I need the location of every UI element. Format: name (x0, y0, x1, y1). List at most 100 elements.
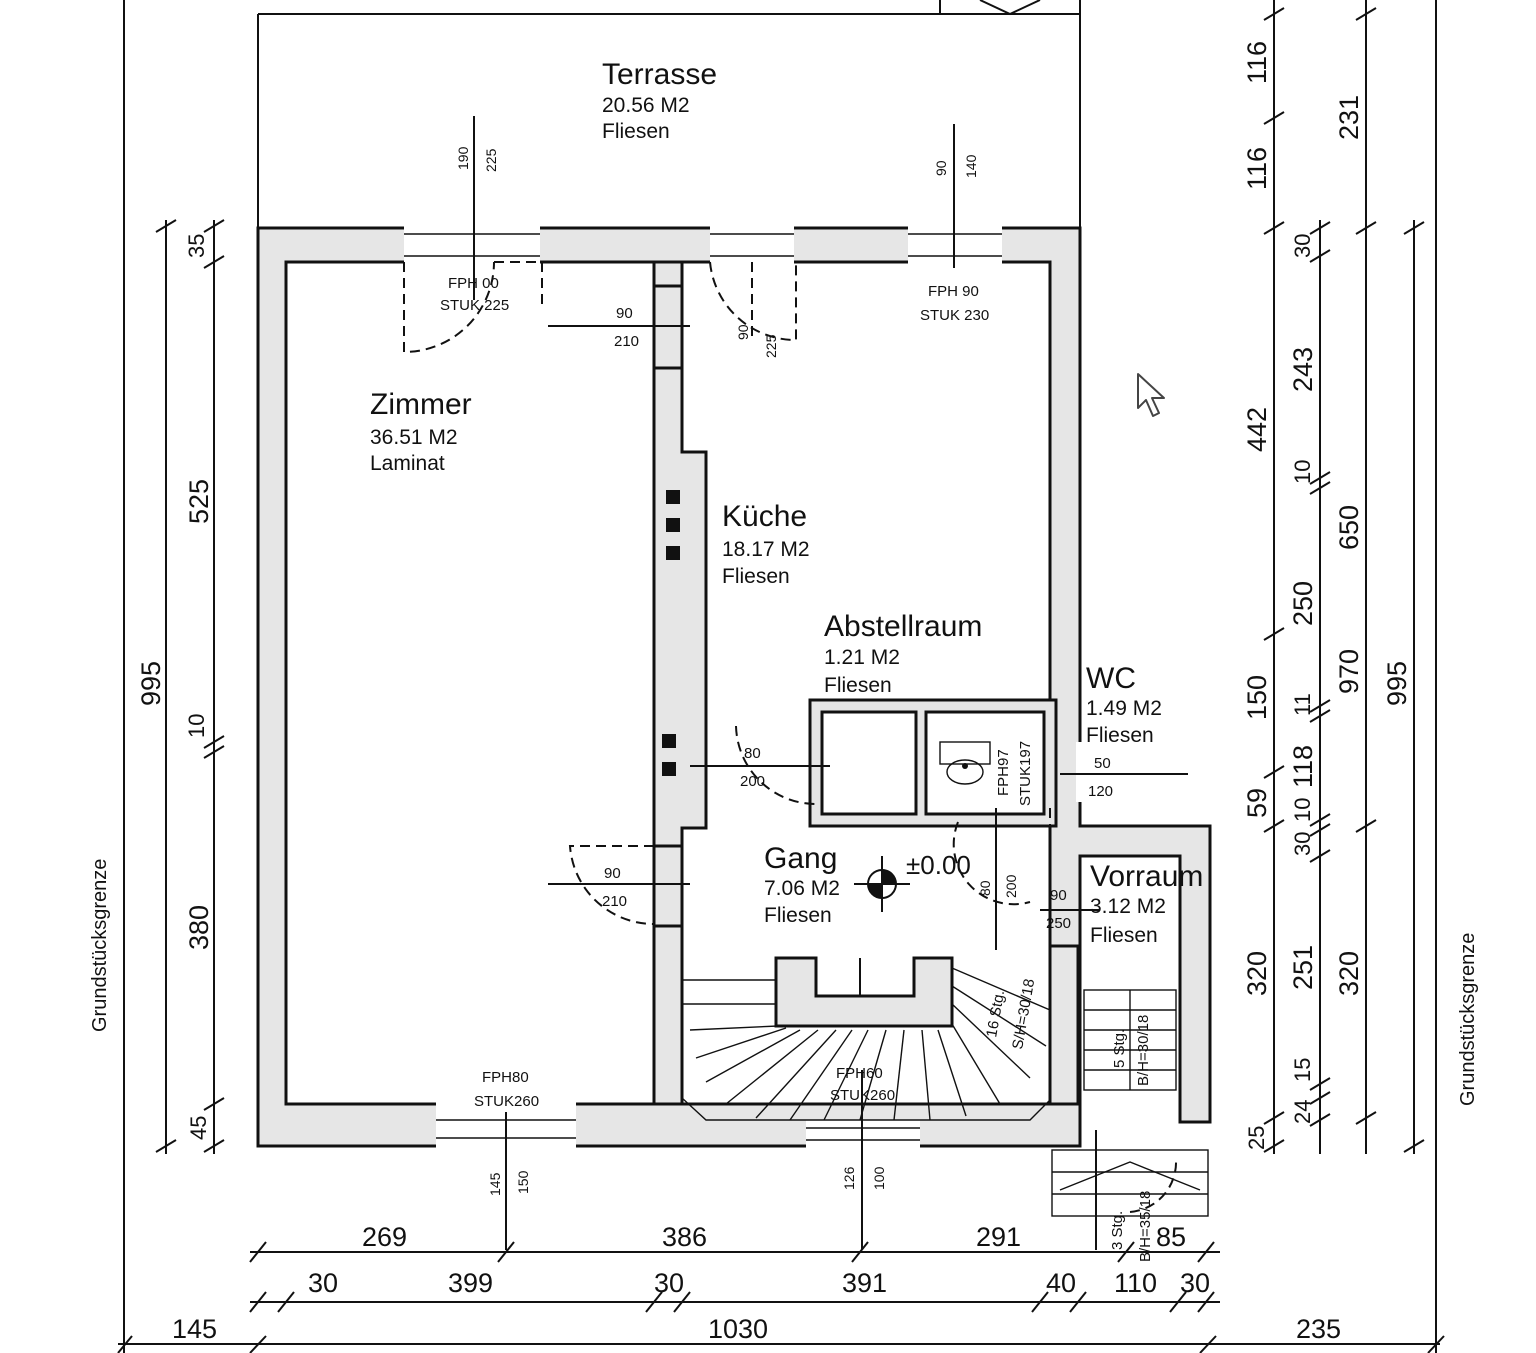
dim-right-c2-1: 30 (1290, 234, 1315, 258)
vorraum-area: 3.12 M2 (1090, 895, 1166, 918)
right-boundary-label: Grundstücksgrenze (1457, 933, 1479, 1106)
terrasse-area: 20.56 M2 (602, 94, 690, 117)
door-wc-height: 120 (1088, 783, 1113, 800)
interior-walls (652, 260, 1080, 1106)
dim-right-c1-6: 320 (1242, 951, 1272, 996)
south1-sill-a: 145 (487, 1172, 503, 1196)
kitchen-door-b: 225 (763, 334, 779, 358)
dim-bottom-1-c: 291 (976, 1222, 1021, 1252)
gang-area: 7.06 M2 (764, 877, 840, 900)
vorraum-floor: Fliesen (1090, 924, 1158, 947)
door-g-height: 210 (602, 893, 627, 910)
zimmer-area: 36.51 M2 (370, 426, 458, 449)
side-stair-ratio-label: B/H=30/18 (1135, 1015, 1152, 1086)
level-mark-label: ±0.00 (906, 850, 971, 880)
dim-right-c2-2: 243 (1288, 347, 1318, 392)
dim-right-c2-7: 10 (1290, 798, 1315, 822)
wc-floor: Fliesen (1086, 724, 1154, 747)
wc-window-stuk: STUK197 (1017, 741, 1034, 806)
dim-right-c4: 995 (1382, 661, 1412, 706)
mouse-cursor-icon (1137, 373, 1165, 417)
dim-right-c2-9: 251 (1288, 945, 1318, 990)
wc-window-fph: FPH97 (995, 749, 1012, 796)
dim-right-c2-11: 24 (1290, 1100, 1315, 1124)
dim-right-c2-5: 11 (1290, 693, 1315, 716)
ext-stair-ratio-label: B/H=35/18 (1137, 1191, 1154, 1262)
dim-right-c1-3: 442 (1242, 407, 1272, 452)
door-v-height: 250 (1046, 915, 1071, 932)
dim-bottom-1-b: 386 (662, 1222, 707, 1252)
dim-left-2: 525 (184, 479, 214, 524)
dim-left-3: 10 (184, 714, 209, 738)
window4-stuk: STUK260 (830, 1087, 895, 1104)
dim-right-c2-6: 118 (1288, 745, 1318, 788)
window1-stuk: STUK 225 (440, 297, 509, 314)
door-ab-height: 200 (740, 773, 765, 790)
window1-fph: FPH 00 (448, 275, 499, 292)
dim-bottom-2-e: 40 (1046, 1268, 1076, 1298)
window3-stuk: STUK260 (474, 1093, 539, 1110)
terrace-outline (257, 0, 1081, 228)
gang-name: Gang (764, 842, 837, 875)
kueche-area: 18.17 M2 (722, 538, 810, 561)
main-stair-ratio-label: S/H=30/18 (1009, 978, 1038, 1051)
level-marker (854, 856, 910, 912)
bottom-dimension-lines (117, 1241, 1445, 1353)
kueche-name: Küche (722, 500, 807, 533)
dim-left-outer: 995 (136, 661, 166, 706)
abstellraum-name: Abstellraum (824, 610, 982, 643)
dim-right-c1-4: 150 (1242, 675, 1272, 720)
north1-sill-a: 190 (455, 146, 471, 170)
side-stair-steps-label: 5 Stg. (1111, 1029, 1128, 1068)
main-stair-steps (681, 958, 1051, 1121)
dim-bottom-1-a: 269 (362, 1222, 407, 1252)
door-swings (403, 261, 1178, 1213)
terrasse-floor: Fliesen (602, 120, 670, 143)
window2-fph: FPH 90 (928, 283, 979, 300)
dim-bottom-2-g: 30 (1180, 1268, 1210, 1298)
main-stair-steps-label: 16 Stg. (983, 989, 1008, 1039)
ext-stair-steps-label: 3 Stg. (1109, 1211, 1126, 1250)
side-stair-steps (1083, 989, 1177, 1091)
dim-bottom-3-a: 145 (172, 1314, 217, 1344)
door-v-width: 90 (1050, 887, 1067, 904)
dim-right-c1-5: 59 (1242, 788, 1272, 818)
kueche-floor: Fliesen (722, 565, 790, 588)
dim-bottom-2-c: 30 (654, 1268, 684, 1298)
dim-left-5: 45 (186, 1116, 211, 1140)
kitchen-door-a: 90 (735, 324, 751, 340)
terrasse-name: Terrasse (602, 58, 717, 91)
zimmer-name: Zimmer (370, 388, 472, 421)
door-gw-width: 80 (977, 880, 993, 896)
dim-right-c3-1: 231 (1334, 95, 1364, 140)
north1-sill-b: 225 (483, 148, 499, 172)
right-dimension-lines (1263, 0, 1425, 1154)
dim-right-c2-4: 250 (1288, 581, 1318, 626)
dim-bottom-3-b: 1030 (708, 1314, 768, 1344)
left-boundary-label: Grundstücksgrenze (89, 859, 111, 1032)
dim-right-c2-3: 10 (1290, 460, 1315, 484)
door-ab-width: 80 (744, 745, 761, 762)
dim-bottom-2-f: 110 (1114, 1268, 1157, 1298)
dim-bottom-2-a: 30 (308, 1268, 338, 1298)
wc-name: WC (1086, 662, 1136, 695)
zimmer-floor: Laminat (370, 452, 445, 475)
dim-right-c1-1: 116 (1242, 41, 1272, 84)
south2-sill-b: 100 (871, 1166, 887, 1190)
door-gw-height: 200 (1003, 874, 1019, 898)
dim-right-c1-2: 116 (1242, 147, 1272, 190)
dim-right-c3-2: 650 (1334, 505, 1364, 550)
dim-left-1: 35 (184, 234, 209, 258)
door-g-width: 90 (604, 865, 621, 882)
left-dimension-lines (155, 219, 225, 1154)
window4-fph: FPH60 (836, 1065, 883, 1082)
south1-sill-b: 150 (515, 1170, 531, 1194)
north2-sill-a: 90 (933, 160, 949, 176)
dim-right-c3-3: 970 (1334, 649, 1364, 694)
south2-sill-a: 126 (841, 1166, 857, 1190)
dim-bottom-3-c: 235 (1296, 1314, 1341, 1344)
dim-bottom-2-b: 399 (448, 1268, 493, 1298)
abstellraum-area: 1.21 M2 (824, 646, 900, 669)
dim-right-c3-4: 320 (1334, 951, 1364, 996)
dim-bottom-1-d: 85 (1156, 1222, 1186, 1252)
